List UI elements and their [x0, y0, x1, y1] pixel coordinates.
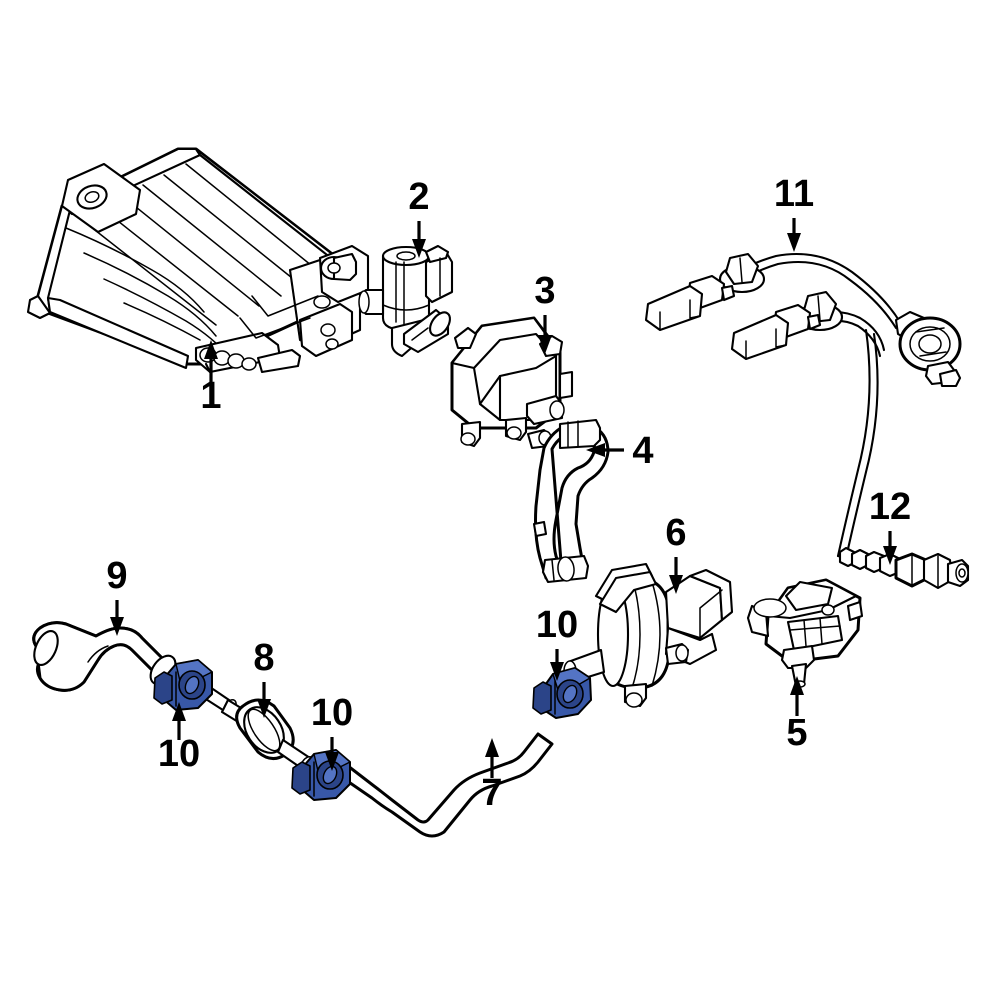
callout-label-2: 2 — [408, 176, 429, 218]
arrowhead-6 — [669, 575, 683, 594]
arrowhead-10b — [325, 752, 339, 771]
arrowhead-10c — [550, 662, 564, 681]
callout-label-9: 9 — [106, 555, 127, 597]
part-6-fuel-filter[interactable] — [563, 562, 734, 708]
callout-label-8: 8 — [253, 637, 274, 679]
arrowhead-12 — [883, 546, 897, 565]
callout-group-8[interactable]: 8 — [253, 637, 275, 718]
part-5-pressure-sensor[interactable] — [746, 578, 864, 688]
arrowhead-10a — [172, 702, 186, 721]
arrowhead-8 — [257, 699, 271, 718]
callout-label-5: 5 — [786, 712, 807, 754]
part-10-hose-clamp-left[interactable] — [153, 659, 213, 711]
part-10-hose-clamp-right[interactable] — [532, 667, 592, 719]
callout-label-12: 12 — [869, 486, 911, 528]
callout-group-6[interactable]: 6 — [665, 512, 687, 594]
callout-group-4[interactable]: 4 — [586, 430, 654, 472]
callout-label-6: 6 — [665, 512, 686, 554]
callout-label-4: 4 — [632, 430, 653, 472]
arrowhead-7 — [485, 738, 499, 757]
callout-label-11: 11 — [774, 173, 814, 215]
callout-label-10a: 10 — [158, 733, 200, 775]
part-11-wiring-harness[interactable] — [644, 252, 962, 560]
arrowhead-11 — [787, 233, 801, 252]
callout-group-10b[interactable]: 10 — [311, 692, 353, 771]
part-3-canister-close-valve[interactable] — [450, 316, 574, 450]
callout-group-9[interactable]: 9 — [106, 555, 128, 636]
callout-group-2[interactable]: 2 — [408, 176, 430, 258]
callout-label-10c: 10 — [536, 604, 578, 646]
part-10-hose-clamp-center[interactable] — [291, 749, 351, 801]
arrowhead-2 — [412, 239, 426, 258]
arrowhead-9 — [110, 617, 124, 636]
arrowhead-1 — [204, 340, 218, 359]
callout-group-7[interactable]: 7 — [481, 738, 503, 814]
callout-group-10c[interactable]: 10 — [536, 604, 578, 681]
part-2-purge-valve[interactable] — [358, 244, 454, 358]
callout-label-7: 7 — [481, 772, 502, 814]
callout-group-11[interactable]: 11 — [774, 173, 814, 252]
part-4-vapor-hose[interactable] — [532, 418, 610, 584]
callout-group-3[interactable]: 3 — [534, 270, 556, 354]
part-7-and-8-assembly[interactable] — [196, 681, 554, 838]
part-1-vapor-canister[interactable] — [26, 147, 370, 374]
callout-group-5[interactable]: 5 — [786, 676, 808, 754]
callout-group-1[interactable]: 1 — [200, 340, 222, 417]
callout-label-10b: 10 — [311, 692, 353, 734]
callout-group-10a[interactable]: 10 — [158, 702, 200, 775]
callout-group-12[interactable]: 12 — [869, 486, 911, 565]
arrowhead-5 — [790, 676, 804, 695]
arrowhead-3 — [538, 335, 552, 354]
callout-label-1: 1 — [200, 375, 221, 417]
part-12-oxygen-sensor[interactable] — [836, 546, 970, 590]
arrowhead-4 — [586, 443, 605, 457]
callout-label-3: 3 — [534, 270, 555, 312]
